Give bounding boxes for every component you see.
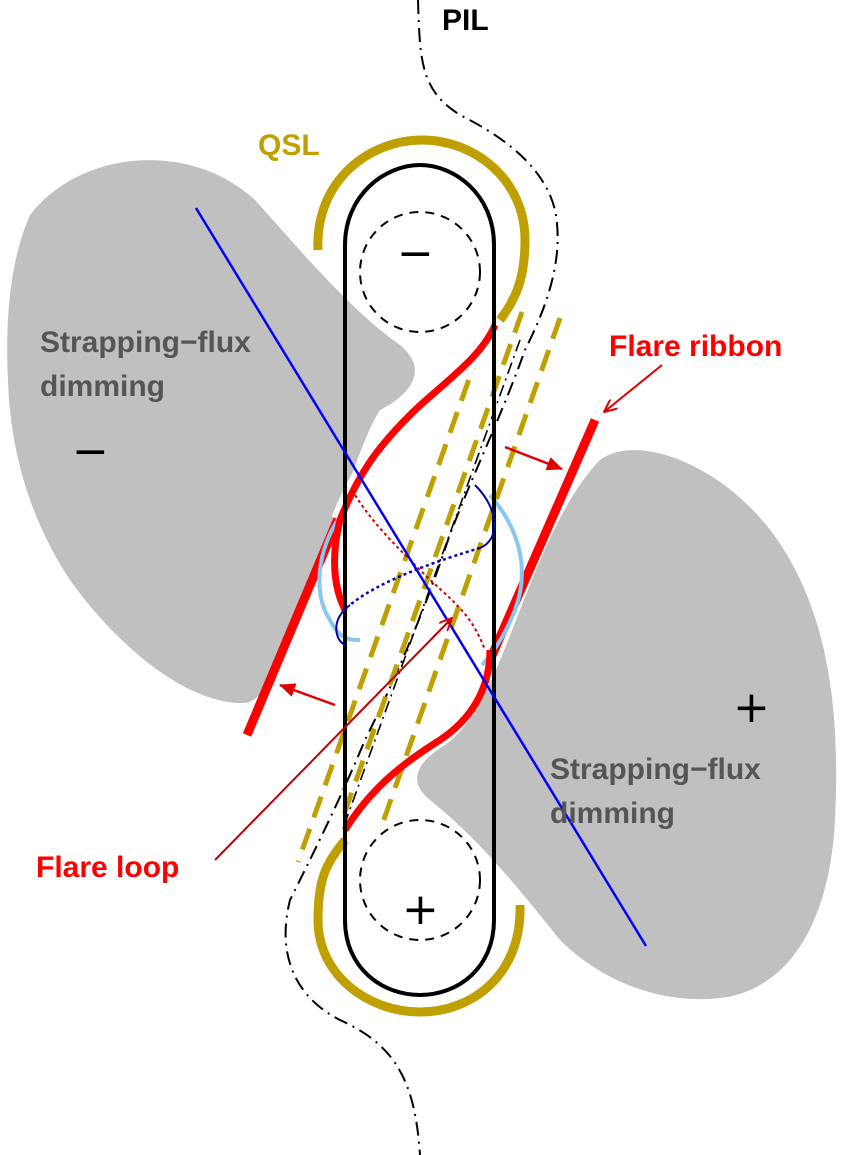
flare-loop-pointer xyxy=(214,618,452,861)
flux-rope-highlight xyxy=(317,508,361,642)
axis-loop-bottom xyxy=(335,604,351,646)
flux-rope-tube xyxy=(343,162,496,998)
polarity-bottom-sign: + xyxy=(402,884,439,935)
qsl-dashed-line-3 xyxy=(295,347,483,863)
sigmoid-dotted xyxy=(351,489,486,651)
dimming-right-label-2: dimming xyxy=(550,797,675,830)
axis-line xyxy=(194,207,648,947)
dimming-left-label-1: Strapping−flux xyxy=(40,326,251,359)
footpoint-circle-bottom xyxy=(359,819,481,941)
flare-ribbon-label: Flare ribbon xyxy=(609,330,782,363)
qsl-label: QSL xyxy=(258,129,320,162)
dimming-right-label-1: Strapping−flux xyxy=(550,753,761,786)
sigmoid-bottom-red xyxy=(342,649,494,832)
ribbon-arrow-left xyxy=(279,683,336,707)
polarity-left-sign: − xyxy=(72,426,109,477)
polarity-right-sign: + xyxy=(733,682,770,733)
pil-line xyxy=(284,0,559,1155)
polarity-top-sign: − xyxy=(397,228,434,279)
sigmoid-top-red xyxy=(331,323,499,612)
dimming-region-left xyxy=(7,160,415,704)
dimming-left-label-2: dimming xyxy=(40,370,165,403)
dimming-region-right xyxy=(417,450,837,1000)
flare-ribbon-pointer xyxy=(604,364,663,412)
ribbon-arrow-right xyxy=(504,445,563,471)
qsl-arc-top xyxy=(313,135,530,323)
qsl-dashed-line-1 xyxy=(379,317,563,826)
axis-loop xyxy=(474,484,496,549)
flare-ribbon-right xyxy=(485,418,600,662)
qsl-arc-bottom xyxy=(313,837,525,1017)
pil-label: PIL xyxy=(442,4,489,37)
axis-dotted xyxy=(349,546,481,606)
footpoint-circle-top xyxy=(359,211,481,333)
flare-loop-label: Flare loop xyxy=(36,851,179,884)
